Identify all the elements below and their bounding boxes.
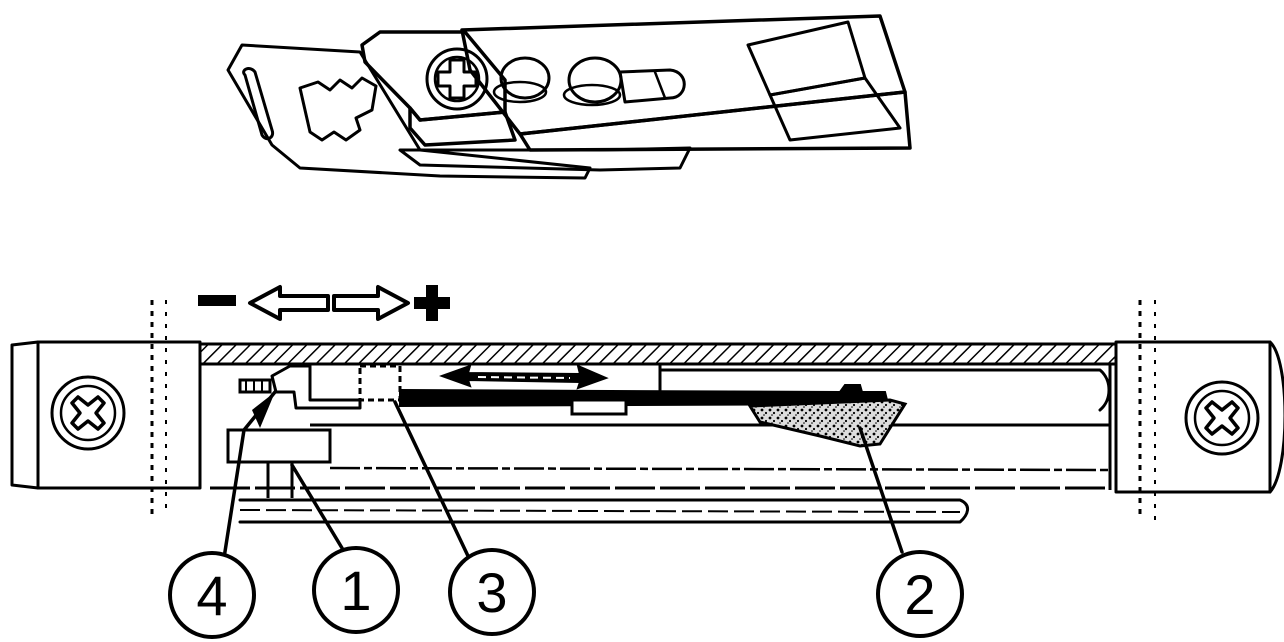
hatched-rail xyxy=(198,342,1118,366)
right-arrow-icon xyxy=(332,285,410,321)
phillips-screw-icon xyxy=(50,375,126,451)
callout-4: 4 xyxy=(168,551,256,639)
plus-sign xyxy=(414,285,450,321)
adjustment-rod xyxy=(399,384,890,408)
adjustment-direction-indicator: − + xyxy=(198,285,450,321)
callout-2-label: 2 xyxy=(904,563,935,626)
rail-section-view xyxy=(10,300,1284,524)
left-arrow-icon xyxy=(248,285,330,321)
callout-1: 1 xyxy=(312,546,400,634)
double-arrow-icon xyxy=(439,364,609,390)
phillips-screw-icon xyxy=(1184,380,1260,456)
locking-block xyxy=(226,428,332,464)
phillips-screw-icon xyxy=(425,47,489,111)
callout-1-label: 1 xyxy=(340,559,371,622)
callout-3-label: 3 xyxy=(476,561,507,624)
callout-leaders xyxy=(222,390,904,560)
callout-4-label: 4 xyxy=(196,564,227,627)
callout-3: 3 xyxy=(448,548,536,636)
minus-sign xyxy=(198,295,236,306)
speckled-wedge xyxy=(747,398,908,448)
hinge-plate-perspective xyxy=(226,14,912,180)
callout-2: 2 xyxy=(876,550,964,638)
